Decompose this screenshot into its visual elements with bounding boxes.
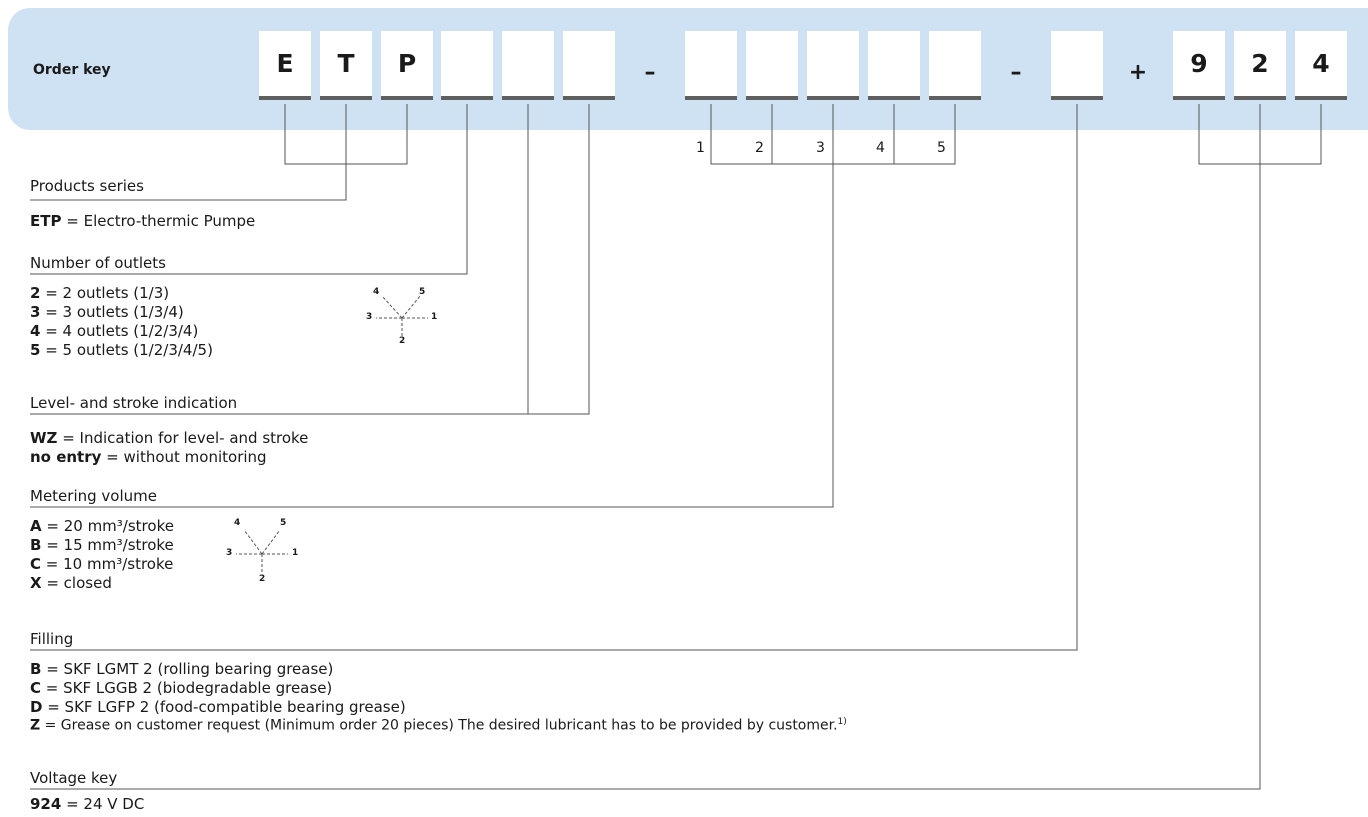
position-label-5: 5 bbox=[937, 140, 946, 156]
outlet-label: 4 bbox=[373, 287, 380, 297]
code-box-3: P bbox=[381, 31, 433, 100]
outlet-label: 4 bbox=[234, 518, 241, 528]
list-item: C = 10 mm³/stroke bbox=[30, 555, 174, 573]
list-item: 924 = 24 V DC bbox=[30, 795, 145, 813]
code-box-7 bbox=[685, 31, 737, 100]
outlet-label: 2 bbox=[399, 336, 406, 346]
code-box-12 bbox=[1051, 31, 1103, 100]
position-label-2: 2 bbox=[755, 140, 764, 156]
list-item: X = closed bbox=[30, 574, 112, 592]
list-item: D = SKF LGFP 2 (food-compatible bearing … bbox=[30, 698, 406, 716]
section-heading-number-of-outlets: Number of outlets bbox=[30, 254, 166, 272]
list-item: WZ = Indication for level- and stroke bbox=[30, 429, 309, 447]
position-label-4: 4 bbox=[876, 140, 885, 156]
separator-dash-1: – bbox=[644, 60, 656, 85]
code-box-13: 9 bbox=[1173, 31, 1225, 100]
outlet-label: 3 bbox=[226, 548, 233, 558]
section-heading-level-stroke: Level- and stroke indication bbox=[30, 394, 238, 412]
code-box-8 bbox=[746, 31, 798, 100]
code-box-10 bbox=[868, 31, 920, 100]
code-box-15: 4 bbox=[1295, 31, 1347, 100]
code-box-11 bbox=[929, 31, 981, 100]
outlet-label: 1 bbox=[292, 548, 299, 558]
outlet-label: 5 bbox=[419, 287, 426, 297]
outlet-diagram-icon bbox=[376, 295, 428, 336]
list-item: 3 = 3 outlets (1/3/4) bbox=[30, 303, 184, 321]
code-box-14: 2 bbox=[1234, 31, 1286, 100]
code-box-6 bbox=[563, 31, 615, 100]
section-heading-products-series: Products series bbox=[30, 177, 144, 195]
list-item: no entry = without monitoring bbox=[30, 448, 267, 466]
section-heading-voltage-key: Voltage key bbox=[30, 769, 118, 787]
list-item: C = SKF LGGB 2 (biodegradable grease) bbox=[30, 679, 333, 697]
separator-plus: + bbox=[1128, 60, 1148, 85]
list-item: Z = Grease on customer request (Minimum … bbox=[30, 717, 847, 734]
footnote-marker: 1) bbox=[837, 717, 847, 727]
code-box-2: T bbox=[320, 31, 372, 100]
list-item: B = 15 mm³/stroke bbox=[30, 536, 174, 554]
separator-dash-2: – bbox=[1010, 60, 1022, 85]
code-box-5 bbox=[502, 31, 554, 100]
position-label-3: 3 bbox=[816, 140, 825, 156]
position-label-1: 1 bbox=[696, 140, 705, 156]
list-item: B = SKF LGMT 2 (rolling bearing grease) bbox=[30, 660, 334, 678]
section-heading-filling: Filling bbox=[30, 630, 74, 648]
list-item: 5 = 5 outlets (1/2/3/4/5) bbox=[30, 341, 213, 359]
list-item: A = 20 mm³/stroke bbox=[30, 517, 174, 535]
code-box-4 bbox=[441, 31, 493, 100]
order-key-title: Order key bbox=[33, 62, 111, 78]
outlet-label: 5 bbox=[280, 518, 287, 528]
list-item: 2 = 2 outlets (1/3) bbox=[30, 284, 170, 302]
list-item: 4 = 4 outlets (1/2/3/4) bbox=[30, 322, 199, 340]
outlet-label: 1 bbox=[431, 312, 438, 322]
list-item: ETP = Electro-thermic Pumpe bbox=[30, 212, 256, 230]
outlet-diagram-icon bbox=[236, 529, 288, 572]
outlet-label: 2 bbox=[259, 574, 266, 584]
section-heading-metering-volume: Metering volume bbox=[30, 487, 157, 505]
code-box-1: E bbox=[259, 31, 311, 100]
outlet-label: 3 bbox=[366, 312, 373, 322]
code-box-9 bbox=[807, 31, 859, 100]
